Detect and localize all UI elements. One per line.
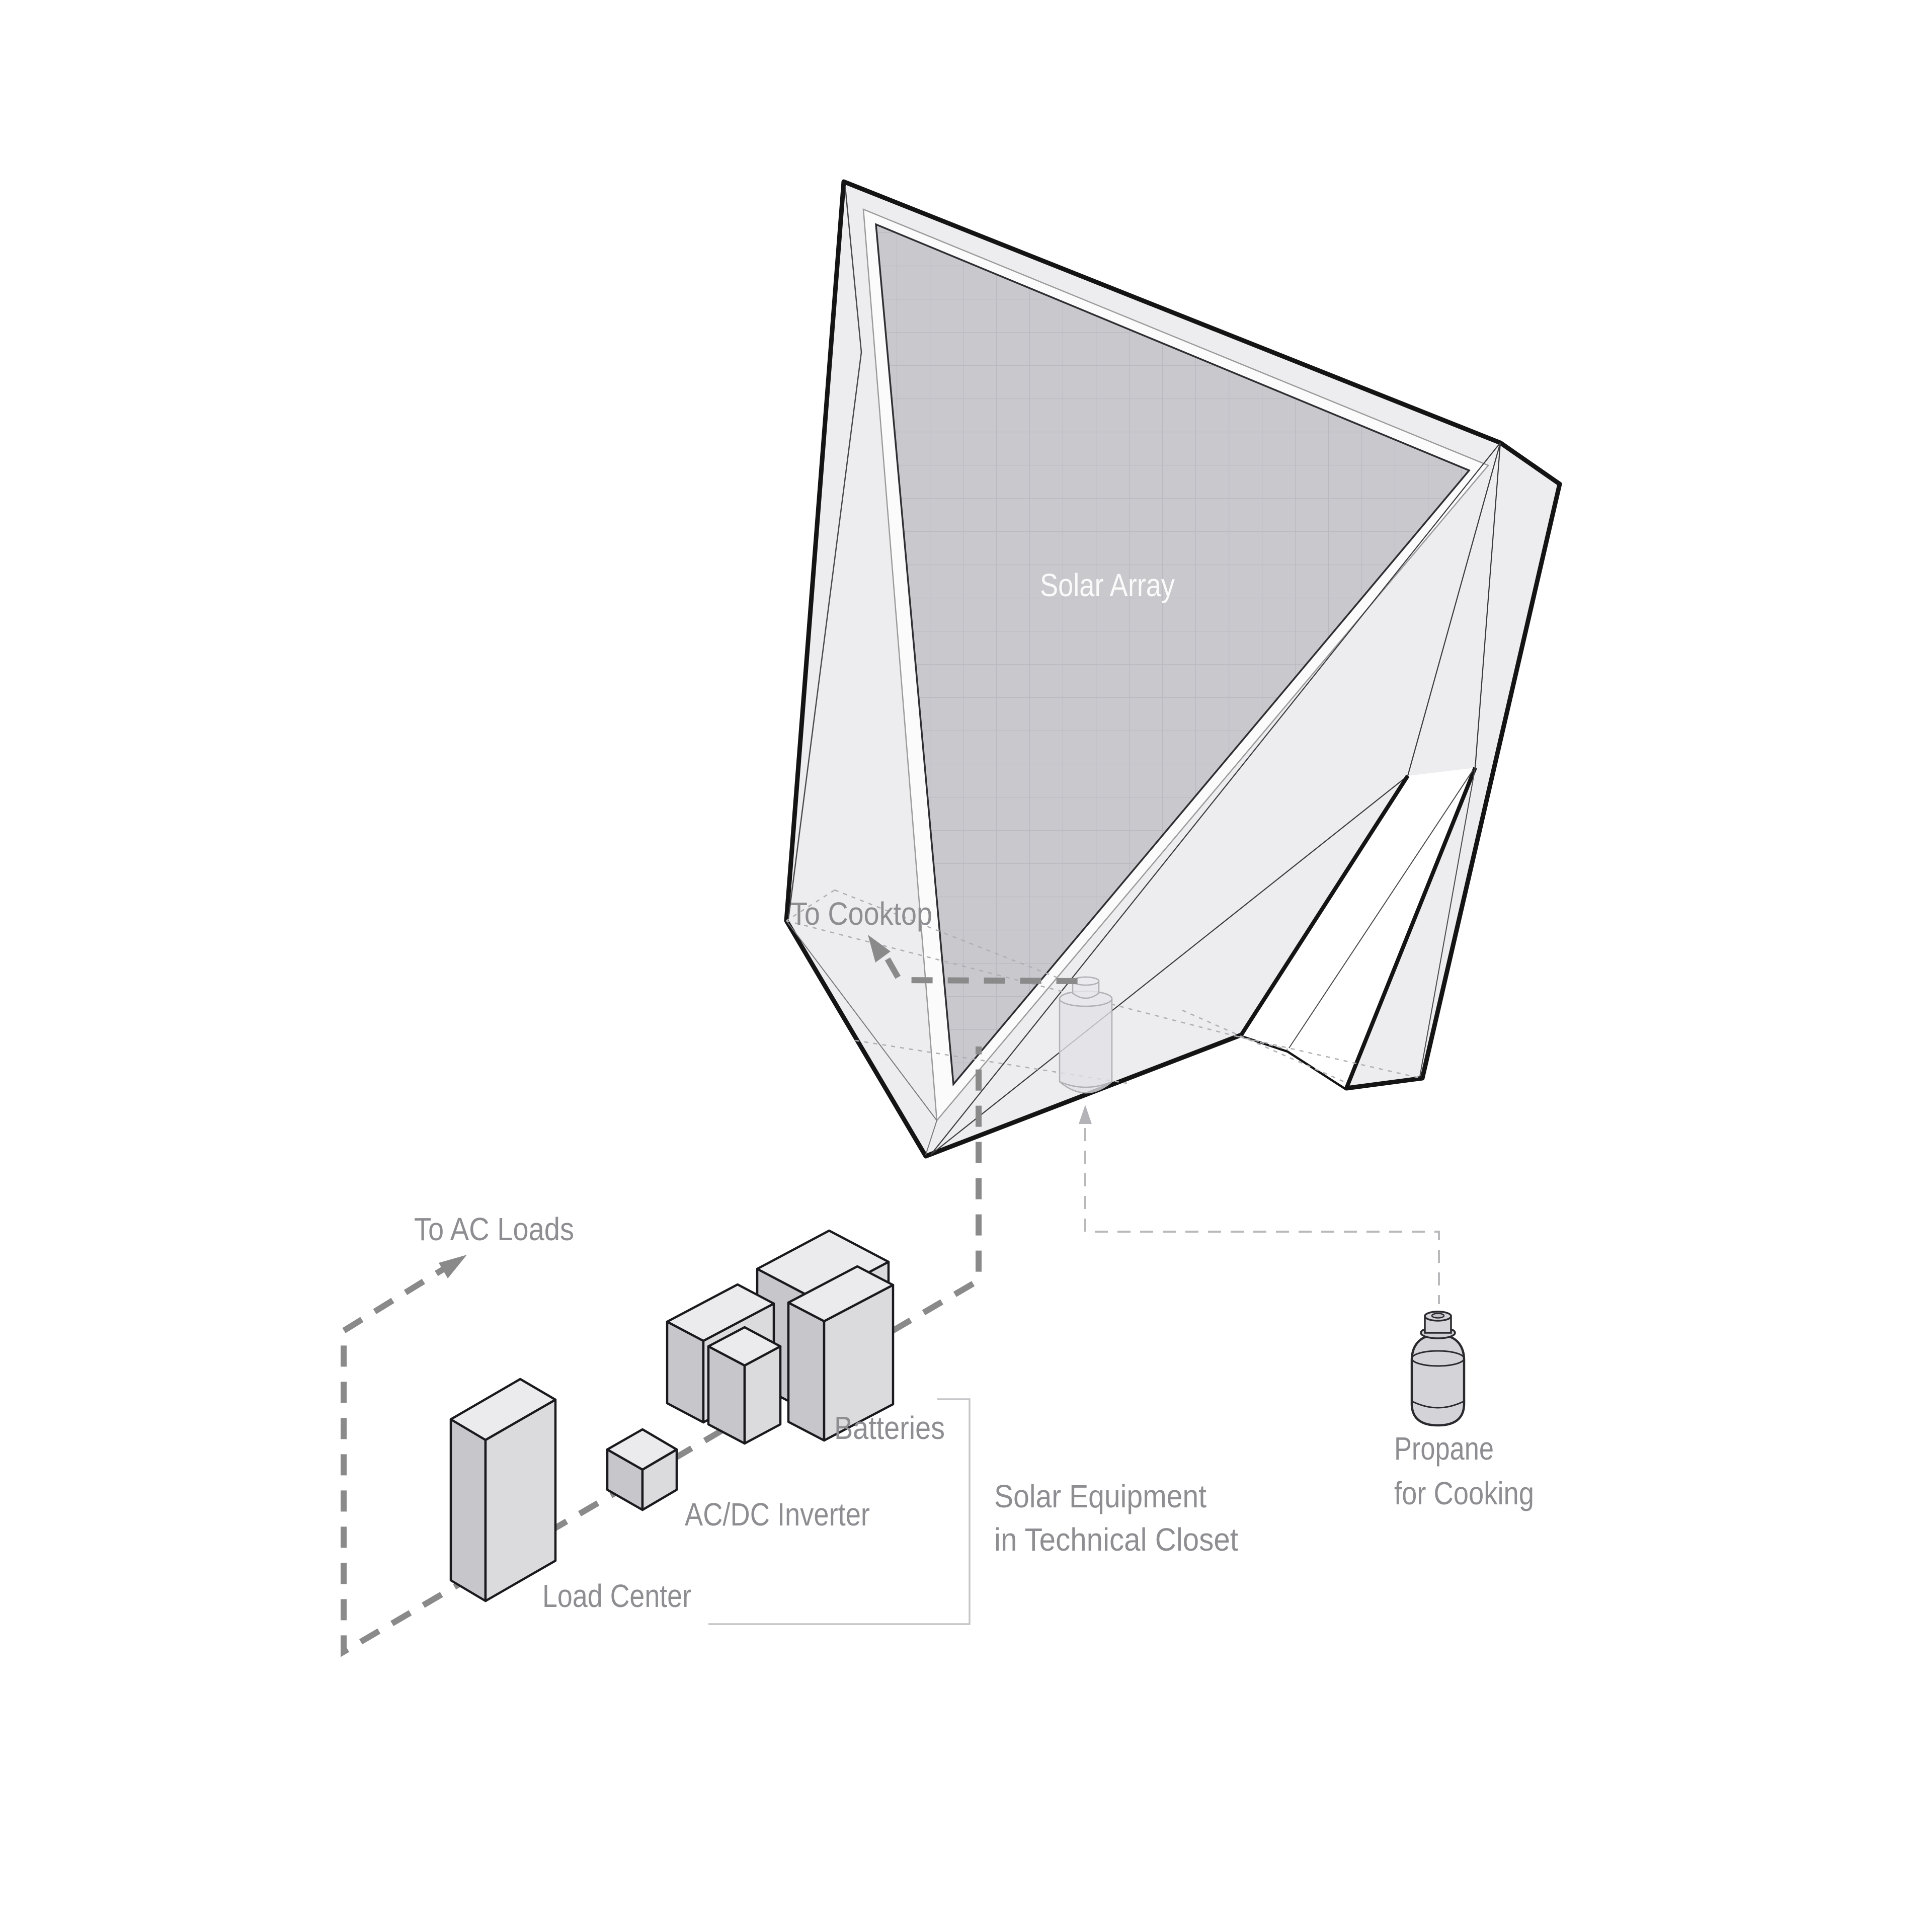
right-strip-fold bbox=[1419, 767, 1476, 1077]
roof-crease-door-left bbox=[1407, 442, 1501, 776]
hidden-floor-lines bbox=[786, 889, 1419, 1084]
equipment-boxes bbox=[449, 1229, 895, 1602]
propane-bottle-body bbox=[1410, 1334, 1466, 1427]
propane-bottle-base-ring bbox=[1412, 1401, 1464, 1409]
battery-box bbox=[787, 1265, 895, 1442]
to-cooktop-label: To Cooktop bbox=[790, 896, 932, 932]
propane-bottle bbox=[1410, 1311, 1466, 1427]
roof-crease-door-right bbox=[1474, 442, 1501, 768]
propane-bottle-shoulder bbox=[1411, 1350, 1465, 1367]
propane-label-line1: Propane bbox=[1394, 1430, 1494, 1467]
dc-ac-dashed-line bbox=[341, 1046, 982, 1657]
closet-label-line2: in Technical Closet bbox=[994, 1521, 1238, 1558]
door-fold-inner bbox=[1289, 769, 1474, 1049]
ac-loads-arrow-icon bbox=[439, 1255, 467, 1278]
load-center-box bbox=[449, 1378, 557, 1602]
to-ac-loads-label: To AC Loads bbox=[414, 1211, 574, 1247]
ghost-cylinder bbox=[1059, 976, 1113, 1094]
cooktop-run bbox=[868, 935, 1082, 984]
load-center-label: Load Center bbox=[542, 1578, 691, 1614]
solar-panel-grid bbox=[874, 223, 1471, 1087]
propane-connector-line bbox=[1084, 1128, 1440, 1304]
front-face-crease bbox=[786, 920, 937, 1121]
power-run bbox=[341, 1046, 982, 1657]
inverter-box bbox=[606, 1428, 678, 1511]
propane-arrow-icon bbox=[1079, 1105, 1092, 1124]
cooktop-arrow-icon bbox=[868, 935, 891, 962]
left-sliver-fold bbox=[787, 187, 862, 919]
labels: Solar Array To Cooktop To AC Loads Batte… bbox=[414, 567, 1534, 1614]
frame-to-v-crease bbox=[925, 1120, 937, 1155]
door-edge-left bbox=[1239, 774, 1410, 1036]
propane-label-line2: for Cooking bbox=[1394, 1475, 1534, 1511]
closet-bracket bbox=[708, 1398, 971, 1625]
cabin-structure bbox=[784, 179, 1562, 1159]
inverter-label: AC/DC Inverter bbox=[685, 1496, 870, 1533]
propane-bottle-opening bbox=[1431, 1313, 1445, 1319]
battery-box bbox=[707, 1326, 782, 1445]
roof-crease-long bbox=[930, 442, 1501, 1155]
door-edge-right bbox=[1344, 767, 1477, 1089]
roof-crease-v-to-door bbox=[930, 775, 1408, 1155]
propane-connector bbox=[1079, 1105, 1440, 1304]
closet-label-line1: Solar Equipment bbox=[994, 1478, 1206, 1514]
solar-array-label: Solar Array bbox=[1040, 567, 1175, 603]
door-opening bbox=[1241, 768, 1475, 1088]
batteries-label: Batteries bbox=[834, 1410, 945, 1446]
cooktop-dashed-line bbox=[884, 957, 1082, 984]
